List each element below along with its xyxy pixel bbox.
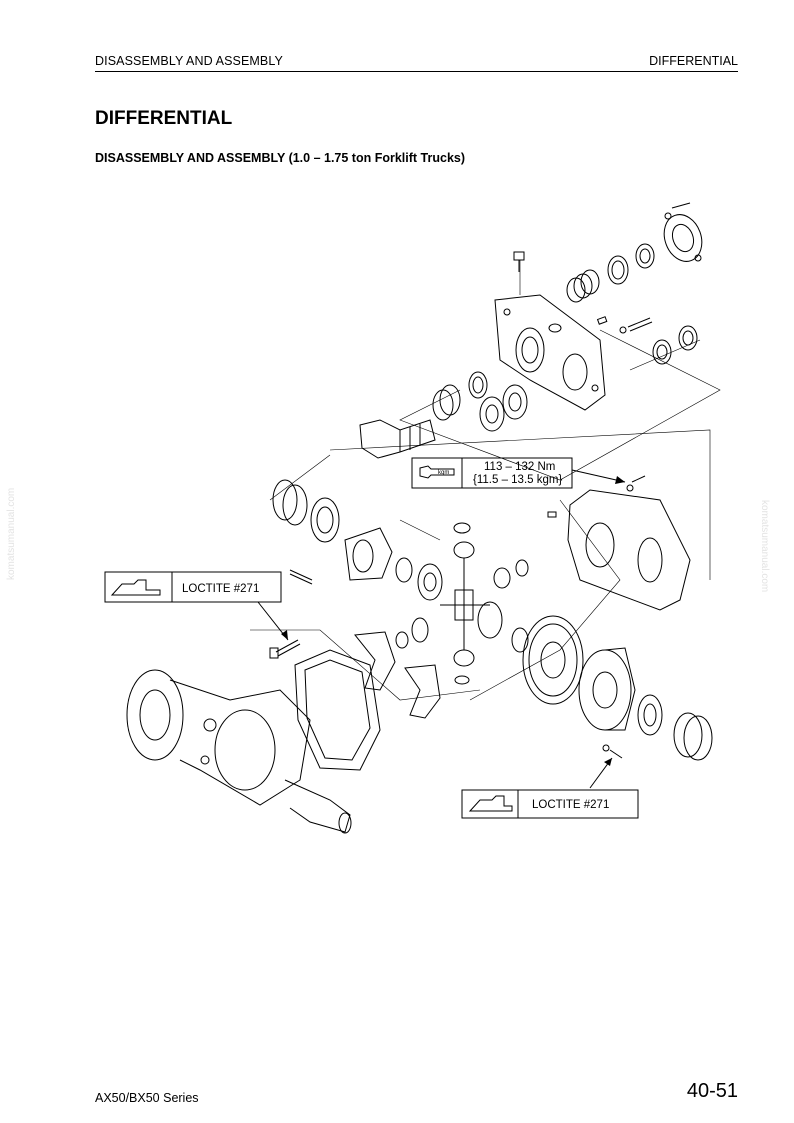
side-seals bbox=[596, 316, 698, 365]
footer-page-number: 40-51 bbox=[686, 1080, 738, 1102]
gasket bbox=[294, 649, 381, 771]
watermark-right: komatsumanual.com bbox=[759, 500, 770, 593]
torque-callout-box bbox=[411, 457, 573, 489]
header-divider bbox=[95, 71, 738, 72]
sealant-icon bbox=[468, 795, 513, 812]
footer-series: AX50/BX50 Series bbox=[95, 1091, 199, 1105]
exploded-diagram: kgm 113 – 132 Nm {11.5 – 13.5 kgm} LOCTI… bbox=[104, 202, 721, 834]
differential-gears bbox=[395, 522, 529, 685]
adjuster-nut bbox=[344, 527, 393, 581]
torque-value-nm: 113 – 132 Nm bbox=[484, 461, 555, 473]
wrench-icon bbox=[419, 465, 455, 479]
pinion-bearings bbox=[432, 371, 528, 432]
loctite-label-right: LOCTITE #271 bbox=[532, 799, 609, 811]
page-subtitle: DISASSEMBLY AND ASSEMBLY (1.0 – 1.75 ton… bbox=[95, 151, 466, 165]
bolts bbox=[269, 569, 623, 759]
loctite-label-left: LOCTITE #271 bbox=[182, 583, 259, 595]
ring-gear bbox=[522, 615, 584, 705]
pinion-shaft bbox=[359, 419, 436, 459]
header-section-title: DISASSEMBLY AND ASSEMBLY bbox=[95, 54, 283, 68]
carrier-flange bbox=[578, 647, 636, 731]
loctite-callout-left-box bbox=[104, 571, 282, 603]
upper-housing bbox=[494, 294, 606, 411]
watermark-left: komatsumanual.com bbox=[6, 487, 17, 580]
vent-plug bbox=[513, 251, 525, 272]
differential-case bbox=[547, 475, 691, 611]
axle-housing bbox=[126, 669, 352, 834]
kgm-label: kgm bbox=[438, 470, 449, 476]
sealant-icon bbox=[110, 579, 161, 596]
side-bearing-left bbox=[272, 479, 340, 543]
side-bearing-right bbox=[637, 694, 713, 761]
arrow-heads bbox=[281, 476, 625, 766]
page-title: DIFFERENTIAL bbox=[95, 108, 233, 129]
header-chapter-title: DIFFERENTIAL bbox=[649, 54, 738, 68]
loctite-callout-right-box bbox=[461, 789, 639, 819]
torque-value-kgm: {11.5 – 13.5 kgm} bbox=[473, 474, 562, 486]
flange-cover bbox=[566, 202, 703, 303]
bearing-caps bbox=[354, 631, 441, 719]
